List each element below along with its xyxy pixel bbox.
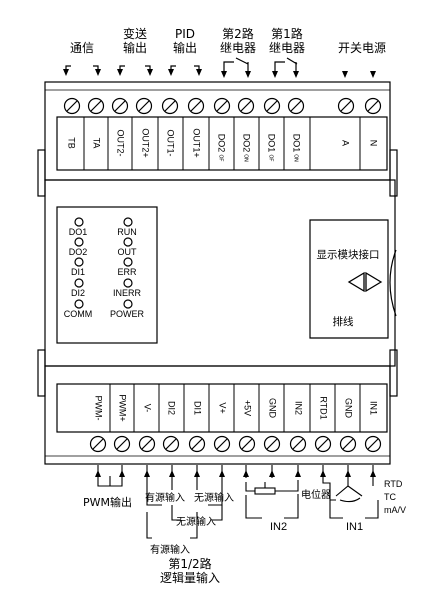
bottom-terminal-strip: [56, 383, 388, 433]
top-terminal-label: OUT1-: [166, 130, 176, 157]
top-header-label: 继电器: [220, 41, 256, 55]
display-port-arrows-icon: [347, 271, 383, 293]
bottom-terminal-label: V+: [218, 402, 228, 413]
top-header-labels: 通信变送输出PID输出第2路继电器第1路继电器开关电源: [70, 26, 386, 55]
top-terminal-label: DO1: [267, 134, 277, 153]
top-header-label: 继电器: [269, 41, 305, 55]
top-wiring-arrows: [63, 69, 376, 78]
bottom-terminal-label: PWM+: [118, 394, 128, 421]
indicator-led-icon: [74, 299, 84, 309]
display-port-title: 显示模块接口: [317, 248, 380, 261]
top-header-label: 输出: [173, 40, 197, 55]
bottom-wiring-arrows: [95, 470, 376, 477]
indicator-label: DO2: [69, 247, 88, 257]
bottom-terminal-label: PWM-: [94, 396, 104, 421]
indicator-led-icon: [74, 278, 84, 288]
bottom-wiring: [97, 465, 379, 539]
indicator-label: COMM: [64, 309, 93, 319]
indicator-label: INERR: [113, 288, 142, 298]
bottom-terminal-label: IN1: [369, 401, 379, 415]
indicator-led-icon: [123, 257, 133, 267]
top-terminal-label: OUT1+: [192, 128, 202, 157]
top-terminal-label: TB: [67, 137, 77, 149]
indicator-label: DI2: [71, 288, 85, 298]
bottom-terminal-label: +5V: [243, 400, 253, 416]
top-terminal-label: DO1: [292, 134, 302, 153]
top-terminal-sublabel: ON: [243, 154, 249, 162]
indicator-label: ERR: [117, 267, 137, 277]
tc-label: TC: [384, 492, 396, 502]
indicator-led-icon: [74, 257, 84, 267]
indicator-led-icon: [123, 299, 133, 309]
module-body: [37, 81, 398, 465]
top-header-label: 输出: [123, 40, 147, 55]
top-wiring-symbols: [65, 57, 298, 76]
top-header-label: 开关电源: [338, 41, 386, 55]
display-port-cable-label: 排线: [333, 315, 354, 328]
indicator-led-icon: [123, 237, 133, 247]
indicator-label: RUN: [117, 227, 137, 237]
top-terminal-sublabel: OF: [218, 155, 224, 162]
pwm-output-label: PWM输出: [83, 495, 132, 509]
bottom-terminal-label: V-: [143, 404, 153, 413]
top-header-label: 第1路: [271, 26, 303, 41]
bottom-labels: PWM输出 有源输入 无源输入 无源输入 有源输入 第1/2路 逻辑量输入 电位…: [83, 479, 406, 585]
top-header-label: 第2路: [222, 26, 254, 41]
top-header-label: 变送: [123, 26, 147, 41]
indicator-led-icon: [74, 237, 84, 247]
logic-input-line2: 逻辑量输入: [160, 570, 220, 585]
bottom-terminal-cells: PWM- PWM+ V- DI2 DI1 V+ +5V GND IN2 RTD1 GND IN1: [94, 384, 379, 432]
top-terminal-label: DO2: [217, 134, 227, 153]
display-port: 显示模块接口 排线: [309, 219, 397, 339]
active-input-label: 有源输入: [145, 491, 185, 504]
in1-label: IN1: [346, 521, 363, 533]
top-terminal-label: OUT2+: [141, 128, 151, 157]
passive-input-label: 无源输入: [194, 491, 234, 504]
indicator-led-icon: [123, 278, 133, 288]
top-terminal-screws: [63, 97, 382, 115]
indicator-led-icon: [74, 217, 84, 227]
indicator-label: DO1: [69, 227, 88, 237]
top-header-label: PID: [175, 27, 195, 41]
logic-input-line1: 第1/2路: [168, 556, 211, 571]
bottom-terminal-label: GND: [344, 398, 354, 419]
top-terminal-label: TA: [92, 138, 102, 149]
top-terminal-sublabel: ON: [293, 154, 299, 162]
bottom-terminal-screws: [89, 435, 382, 453]
indicator-label: POWER: [110, 309, 145, 319]
passive-input-2-label: 无源输入: [176, 515, 216, 528]
potentiometer-label: 电位器: [301, 488, 331, 501]
bottom-terminal-label: DI2: [167, 401, 177, 415]
indicator-led-icon: [123, 217, 133, 227]
top-terminal-label: N: [369, 140, 379, 147]
rtd-label: RTD: [384, 479, 403, 489]
top-terminal-strip: [56, 116, 388, 171]
bottom-terminal-label: GND: [268, 398, 278, 419]
indicator-label: OUT: [118, 247, 138, 257]
bottom-terminal-label: IN2: [294, 401, 304, 415]
top-terminal-label: OUT2-: [116, 130, 126, 157]
top-terminal-label: A: [341, 140, 351, 146]
active-input-2-label: 有源输入: [150, 543, 190, 556]
bottom-terminal-label: DI1: [193, 401, 203, 415]
top-terminal-sublabel: OF: [268, 155, 274, 162]
top-header-label: 通信: [70, 41, 94, 55]
indicator-label: DI1: [71, 267, 85, 277]
bottom-terminal-label: RTD1: [319, 396, 329, 419]
top-terminal-label: DO2: [242, 134, 252, 153]
ma-v-label: mA/V: [384, 505, 406, 515]
in2-label: IN2: [270, 521, 287, 533]
